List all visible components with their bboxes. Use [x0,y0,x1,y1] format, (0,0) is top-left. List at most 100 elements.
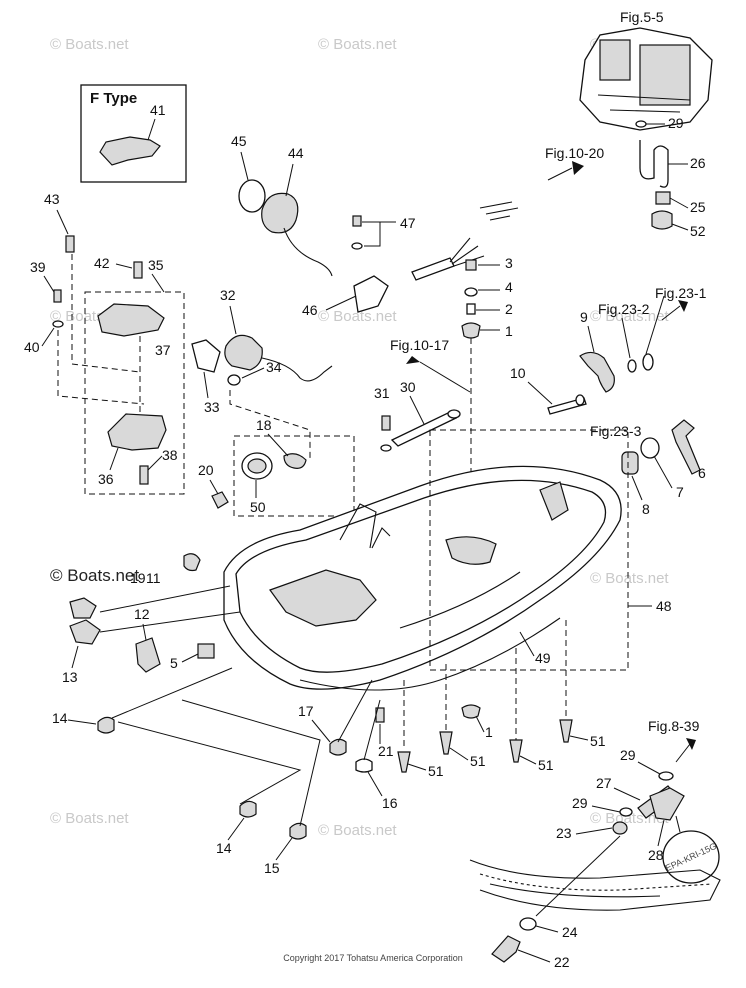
bracket-37 [97,303,165,337]
plug-14b [239,800,257,818]
callout-6: 6 [698,465,706,481]
callout-52: 52 [690,223,706,239]
fig-ref-23-1[interactable]: Fig.23-1 [655,285,707,301]
callout-43: 43 [44,191,60,207]
fig-10-20-group: Fig.10-20 [411,145,604,281]
filter-28 [649,787,685,821]
callout-16: 16 [382,795,398,811]
plate-33 [191,339,221,373]
handle-6 [671,419,701,475]
grommet-cable-group: 45 44 46 47 [231,133,416,318]
hose-group: 29 26 25 52 [635,115,706,239]
callout-51b: 51 [470,753,486,769]
callout-18: 18 [256,417,272,433]
switch-32 [224,334,263,371]
callout-32: 32 [220,287,236,303]
callout-38: 38 [162,447,178,463]
fitting-22 [491,935,521,963]
callout-15: 15 [264,860,280,876]
collar-8 [621,451,639,475]
inset-title: F Type [90,90,137,107]
callout-29: 29 [668,115,684,131]
mount-bolts: 1 51 51 51 51 [397,620,606,779]
callout-4: 4 [505,279,513,295]
callout-7: 7 [676,484,684,500]
hose-26 [639,140,669,188]
callout-8: 8 [642,501,650,517]
callout-36: 36 [98,471,114,487]
fig-8-39-group: Fig.8-39 29 27 28 29 23 EPA-KRI-15G [556,718,720,884]
callout-47: 47 [400,215,416,231]
callout-29c: 29 [572,795,588,811]
callout-29b: 29 [620,747,636,763]
plug-20 [211,491,229,509]
clip-13 [69,619,101,645]
f-type-inset: F Type 41 [80,84,187,183]
callout-31: 31 [374,385,390,401]
callout-13: 13 [62,669,78,685]
left-small-parts: 19 11 12 13 5 [62,553,241,685]
bolt-51d [559,719,573,743]
clip-11-top [69,597,97,619]
callout-24: 24 [562,924,578,940]
washer-34 [227,374,241,386]
grommet-52 [651,210,673,230]
lever-group: Fig.23-1 Fig.23-2 9 10 Fig.23-3 6 7 8 [510,285,707,517]
clip-29 [658,771,674,781]
callout-25: 25 [690,199,706,215]
bracket-part-41 [99,136,161,166]
bolt-51a [397,751,411,773]
fig-ref-23-2[interactable]: Fig.23-2 [598,301,650,317]
bracket-46 [353,275,389,313]
callout-12: 12 [134,606,150,622]
callout-45: 45 [231,133,247,149]
callout-5: 5 [170,655,178,671]
grommet-44 [261,192,299,234]
callout-48: 48 [656,598,672,614]
watermark: © Boats.net [590,570,669,587]
callout-1b: 1 [485,724,493,740]
callout-1: 1 [505,323,513,339]
callout-10: 10 [510,365,526,381]
callout-46: 46 [302,302,318,318]
bottom-cowl-49: 49 48 [223,429,672,691]
callout-44: 44 [288,145,304,161]
wire-harness-connectors [479,201,519,221]
fig-ref-5-5[interactable]: Fig.5-5 [620,9,664,25]
fig-ref-10-20[interactable]: Fig.10-20 [545,145,604,161]
fig-ref-10-17[interactable]: Fig.10-17 [390,337,449,353]
grommet-18 [283,453,307,469]
grommet-16 [355,758,373,773]
grommet-17 [329,738,347,756]
bolt-51b [439,731,453,755]
callout-51a: 51 [428,763,444,779]
callout-20: 20 [198,462,214,478]
plug-19 [183,553,201,572]
callout-3: 3 [505,255,513,271]
block-5 [197,643,215,659]
callout-41: 41 [150,102,166,118]
bolt-51c [509,739,523,763]
callout-21: 21 [378,743,394,759]
callout-14b: 14 [216,840,232,856]
fig-ref-8-39[interactable]: Fig.8-39 [648,718,700,734]
callout-40: 40 [24,339,40,355]
callout-51c: 51 [538,757,554,773]
callout-14: 14 [52,710,68,726]
callout-35: 35 [148,257,164,273]
callout-27: 27 [596,775,612,791]
plug-15 [289,822,307,840]
bracket-36 [107,413,167,451]
cowl-mount [269,569,377,627]
callout-23: 23 [556,825,572,841]
washer-7 [640,437,660,459]
rod-group: Fig.10-17 30 31 [374,337,471,452]
grommet-1 [461,704,481,719]
callout-2: 2 [505,301,513,317]
callout-28: 28 [648,847,664,863]
fig-ref-23-3[interactable]: Fig.23-3 [590,423,642,439]
callout-42: 42 [94,255,110,271]
copyright-notice: Copyright 2017 Tohatsu America Corporati… [283,953,462,963]
engine-head: Fig.5-5 [579,9,713,131]
